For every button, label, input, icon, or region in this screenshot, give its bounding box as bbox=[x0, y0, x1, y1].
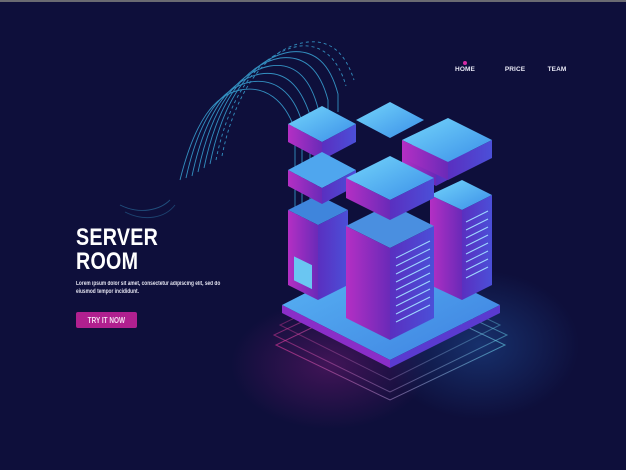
top-navigation: HOME PRICE TEAM bbox=[452, 61, 578, 73]
title-line-2: ROOM bbox=[76, 248, 139, 275]
vent-lines bbox=[395, 240, 431, 323]
nav-item-home[interactable]: HOME bbox=[452, 61, 478, 73]
hero-section: SERVER ROOM Lorem ipsum dolor sit amet, … bbox=[76, 226, 266, 296]
page-title: SERVER ROOM bbox=[76, 226, 232, 274]
nav-item-label: HOME bbox=[455, 66, 475, 73]
vent-lines bbox=[465, 210, 489, 279]
floating-server-block-5 bbox=[288, 152, 356, 204]
monitor-screen bbox=[294, 256, 312, 290]
window-top-edge bbox=[0, 0, 626, 2]
server-tower-left bbox=[288, 195, 348, 300]
nav-item-team[interactable]: TEAM bbox=[536, 66, 578, 73]
floating-server-block-2 bbox=[356, 102, 424, 138]
nav-item-label: TEAM bbox=[547, 66, 567, 73]
floating-server-block-4 bbox=[402, 118, 492, 180]
cta-label: TRY IT NOW bbox=[87, 315, 126, 325]
floating-server-block-1 bbox=[288, 106, 356, 160]
server-tower-center bbox=[346, 204, 434, 340]
hero-description: Lorem ipsum dolor sit amet, consectetur … bbox=[76, 281, 221, 295]
nav-item-price[interactable]: PRICE bbox=[494, 66, 536, 73]
data-wave-lines bbox=[119, 41, 355, 230]
active-indicator-dot bbox=[463, 61, 467, 65]
try-it-now-button[interactable]: TRY IT NOW bbox=[76, 312, 137, 328]
floating-server-block-center bbox=[346, 156, 434, 220]
nav-item-label: PRICE bbox=[504, 66, 526, 73]
title-line-1: SERVER bbox=[76, 224, 159, 251]
server-tower-right bbox=[430, 180, 492, 300]
